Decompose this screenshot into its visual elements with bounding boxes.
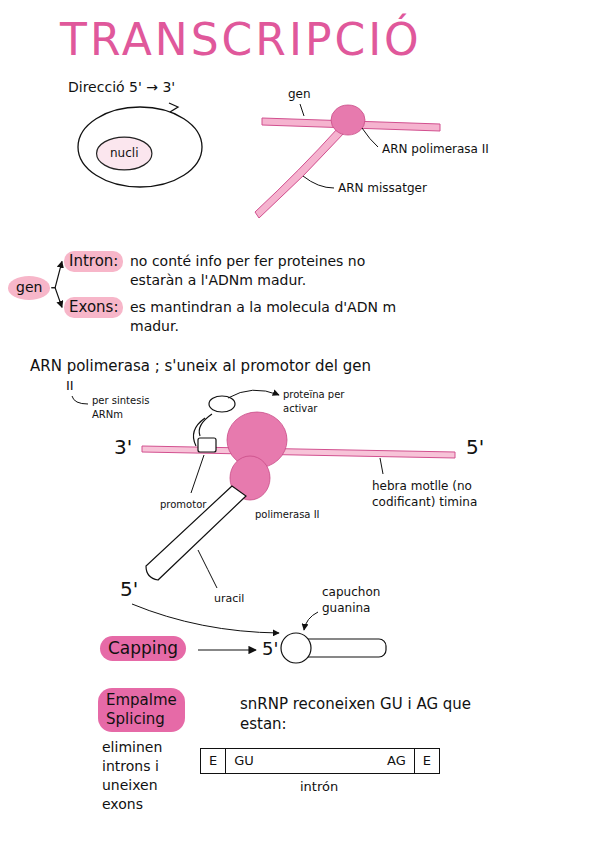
nucleus-shape — [97, 137, 152, 170]
gene-label: gen — [288, 86, 311, 102]
splice-site: AG — [387, 753, 406, 769]
strand-end: 5' — [262, 637, 278, 661]
node-text: E — [423, 753, 431, 769]
polymerase-label: polimerasa II — [255, 508, 320, 522]
activator-protein — [209, 396, 235, 412]
leader-arrow — [304, 612, 318, 630]
roman-numeral: II — [66, 377, 74, 395]
rna-polymerase-blob — [331, 105, 365, 135]
strand-end: 5' — [120, 576, 138, 603]
leader-line — [191, 455, 204, 493]
direction-note: Direcció 5' → 3' — [68, 78, 175, 97]
leader-line — [362, 128, 378, 147]
polymerase-label: ARN polimerasa II — [382, 141, 489, 157]
exon-box: E — [201, 749, 226, 773]
nucleus-ellipse: nucli — [96, 136, 152, 171]
exon-note: es mantindran a la molecula d'ADN m madu… — [130, 298, 400, 336]
node-text: E — [209, 753, 217, 769]
leader-line — [198, 550, 217, 588]
mrna-label: ARN missatger — [338, 180, 427, 196]
template-strand — [142, 446, 455, 458]
gene-highlight: gen — [8, 276, 50, 300]
node-text: Capping — [108, 638, 178, 659]
intron-note: no conté info per fer proteines no estar… — [130, 252, 400, 290]
strand-note: hebra motlle (no codificant) timina — [372, 478, 484, 510]
rna-transcript — [146, 486, 246, 580]
snrnp-note: snRNP reconeixen GU i AG que estan: — [240, 694, 480, 735]
node-text: gen — [16, 279, 42, 297]
guanine-cap — [281, 633, 311, 663]
pre-mrna-bar: GU AG E E — [200, 748, 440, 774]
side-note: proteïna per activar — [283, 388, 351, 415]
bracket-arrow — [51, 261, 62, 287]
capping-highlight: Capping — [100, 636, 186, 661]
intron-label: intrón — [300, 778, 338, 796]
leader-line — [300, 104, 304, 116]
base-label: uracil — [214, 592, 244, 607]
intron-highlight: Intron: — [64, 251, 123, 272]
mrna-strand — [255, 128, 345, 218]
node-text: nucli — [110, 146, 138, 161]
strand-end: 5' — [466, 434, 484, 461]
leader-line — [303, 176, 334, 188]
direction-arrowhead — [169, 103, 178, 112]
exon-highlight: Exons: — [64, 297, 123, 318]
leader-line — [72, 396, 88, 404]
splicing-highlight: Empalme Splicing — [98, 688, 185, 732]
node-text: Empalme Splicing — [106, 691, 177, 728]
leader-line — [380, 458, 383, 474]
promoter-label: promotor — [160, 498, 206, 512]
curved-arrow — [132, 604, 279, 633]
strand-end: 3' — [114, 434, 132, 461]
splicing-note: eliminen introns i uneixen exons — [102, 738, 192, 814]
side-note: per sintesis ARNm — [92, 394, 168, 421]
capping-arrow — [198, 649, 256, 650]
exon-box: E — [414, 749, 439, 773]
cell-outline — [78, 107, 202, 187]
node-text: Exons: — [69, 298, 118, 317]
bracket-arrow — [51, 288, 62, 308]
node-text: Intron: — [69, 252, 118, 271]
leader-arrow — [228, 390, 279, 398]
cap-label: capuchon guanina — [322, 584, 392, 616]
polymerase-note: ARN polimerasa ; s'uneix al promotor del… — [30, 356, 371, 376]
page-title: TRANSCRIPCIÓ — [60, 14, 422, 65]
polymerase-arc — [199, 414, 212, 436]
splice-site: GU — [234, 753, 254, 769]
promoter-box — [198, 438, 216, 452]
